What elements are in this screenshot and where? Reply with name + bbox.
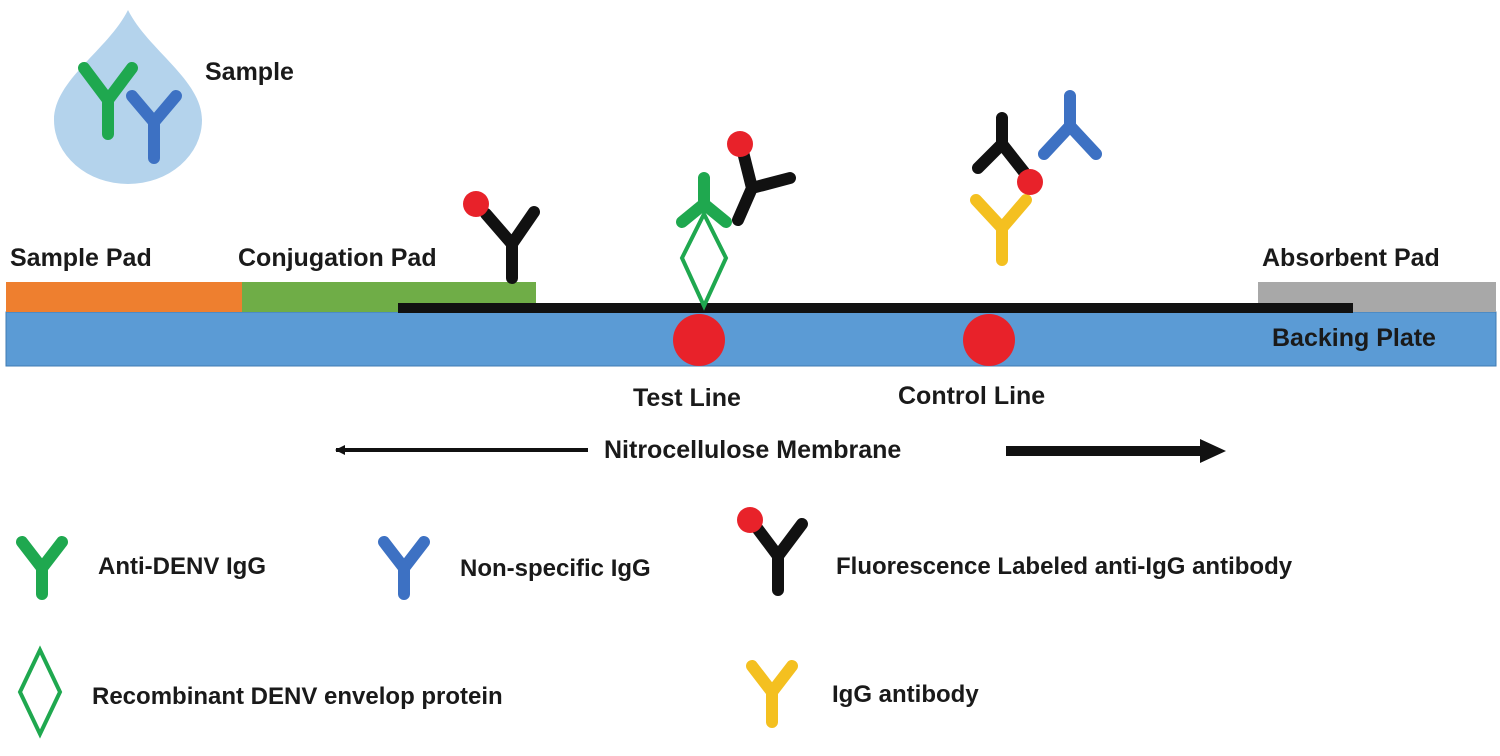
legend-recombinant-protein-icon: [17, 645, 63, 739]
backing-plate-label: Backing Plate: [1272, 324, 1436, 352]
control-labeled-antibody-icon: [972, 112, 1030, 178]
test-labeled-antibody-icon: [732, 142, 796, 226]
recombinant-protein-icon: [679, 209, 729, 311]
conjugation-labeled-antibody-icon: [463, 191, 540, 284]
sample-pad-label: Sample Pad: [10, 244, 152, 272]
test-line-complex: [676, 131, 796, 311]
legend-igg-antibody: IgG antibody: [832, 681, 979, 708]
sample-pad: [6, 282, 242, 312]
control-line-label: Control Line: [898, 382, 1045, 410]
legend-recombinant-protein: Recombinant DENV envelop protein: [92, 683, 503, 710]
control-line-complex: [970, 90, 1102, 266]
sample-anti-denv-igg-icon: [78, 62, 138, 140]
membrane-arrow: [335, 439, 1226, 463]
nitrocellulose-membrane-bar: [398, 303, 1353, 313]
legend-igg-antibody-icon: [746, 660, 798, 728]
legend-non-specific-igg-icon: [378, 536, 430, 600]
test-anti-denv-igg-icon: [676, 172, 732, 228]
legend-non-specific-igg: Non-specific IgG: [460, 555, 651, 582]
sample-non-specific-igg-icon: [126, 90, 182, 164]
test-line-dot: [673, 314, 725, 366]
legend-anti-denv-igg-icon: [16, 536, 68, 600]
legend-fluorescence-labeled: Fluorescence Labeled anti-IgG antibody: [836, 553, 1293, 580]
absorbent-pad-label: Absorbent Pad: [1262, 244, 1440, 272]
control-line-dot: [963, 314, 1015, 366]
membrane-label: Nitrocellulose Membrane: [604, 436, 901, 464]
control-igg-antibody-icon: [970, 194, 1032, 266]
test-line-label: Test Line: [633, 384, 741, 412]
sample-label: Sample: [205, 58, 294, 86]
backing-plate: [5, 311, 1497, 367]
sample-drop: [54, 10, 202, 184]
legend: Anti-DENV IgG Non-specific IgG Fluoresce…: [16, 507, 1293, 739]
control-non-specific-igg-icon: [1038, 90, 1102, 160]
conjugation-pad-label: Conjugation Pad: [238, 244, 437, 272]
legend-fluorescence-labeled-icon: [748, 518, 808, 596]
legend-anti-denv-igg: Anti-DENV IgG: [98, 553, 266, 580]
